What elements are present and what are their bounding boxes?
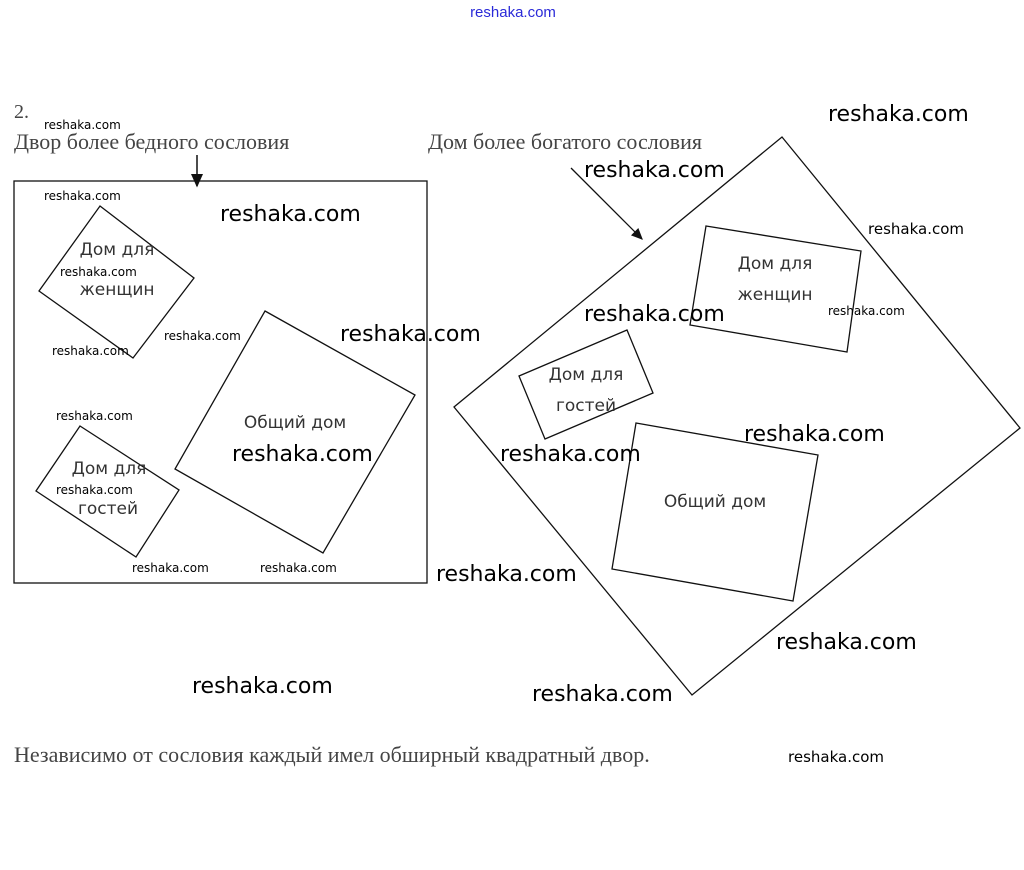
watermark: reshaka.com [164, 329, 241, 343]
watermark: reshaka.com [192, 674, 333, 699]
watermark: reshaka.com [828, 102, 969, 127]
watermark: reshaka.com [56, 409, 133, 423]
watermark: reshaka.com [744, 422, 885, 447]
poor-guest-house-label-2: гостей [78, 499, 138, 519]
watermark: reshaka.com [532, 682, 673, 707]
rich-guest-house [518, 329, 654, 440]
watermarks: reshaka.com reshaka.com reshaka.com resh… [44, 102, 969, 766]
watermark: reshaka.com [436, 562, 577, 587]
watermark: reshaka.com [584, 158, 725, 183]
rich-yard-boundary [453, 136, 1021, 696]
rich-women-house [689, 225, 862, 353]
rich-guest-house-label-2: гостей [556, 396, 616, 416]
watermark: reshaka.com [52, 344, 129, 358]
poor-women-house-label-1: Дом для [80, 240, 155, 260]
rich-yard-arrow [570, 167, 643, 240]
conclusion-text: Независимо от сословия каждый имел обшир… [14, 742, 650, 767]
watermark: reshaka.com [44, 118, 121, 132]
rich-common-house-label: Общий дом [664, 492, 766, 512]
poor-yard-boundary [13, 180, 428, 584]
watermark: reshaka.com [232, 442, 373, 467]
task-number: 2. [14, 101, 29, 123]
watermark: reshaka.com [828, 304, 905, 318]
watermark: reshaka.com [220, 202, 361, 227]
watermark: reshaka.com [500, 442, 641, 467]
watermark: reshaka.com [584, 302, 725, 327]
poor-yard: Дом для женщин Дом для гостей Общий дом [13, 155, 428, 584]
watermark: reshaka.com [868, 220, 964, 238]
watermark: reshaka.com [340, 322, 481, 347]
poor-guest-house [35, 425, 180, 558]
poor-guest-house-label-1: Дом для [72, 459, 147, 479]
rich-yard: Дом для женщин Дом для гостей Общий дом [453, 136, 1021, 696]
watermark-top-link[interactable]: reshaka.com [470, 4, 556, 21]
left-caption: Двор более бедного сословия [14, 129, 289, 154]
watermark: reshaka.com [60, 265, 137, 279]
watermark: reshaka.com [56, 483, 133, 497]
poor-common-house-label: Общий дом [244, 413, 346, 433]
rich-women-house-label-1: Дом для [738, 254, 813, 274]
watermark: reshaka.com [788, 748, 884, 766]
watermark: reshaka.com [44, 189, 121, 203]
poor-common-house [174, 310, 416, 554]
poor-women-house [38, 205, 195, 359]
rich-guest-house-label-1: Дом для [549, 365, 624, 385]
poor-women-house-label-2: женщин [79, 280, 154, 300]
watermark: reshaka.com [260, 561, 337, 575]
right-caption: Дом более богатого сословия [428, 129, 702, 154]
watermark: reshaka.com [776, 630, 917, 655]
watermark: reshaka.com [132, 561, 209, 575]
rich-women-house-label-2: женщин [737, 285, 812, 305]
rich-common-house [611, 422, 819, 602]
